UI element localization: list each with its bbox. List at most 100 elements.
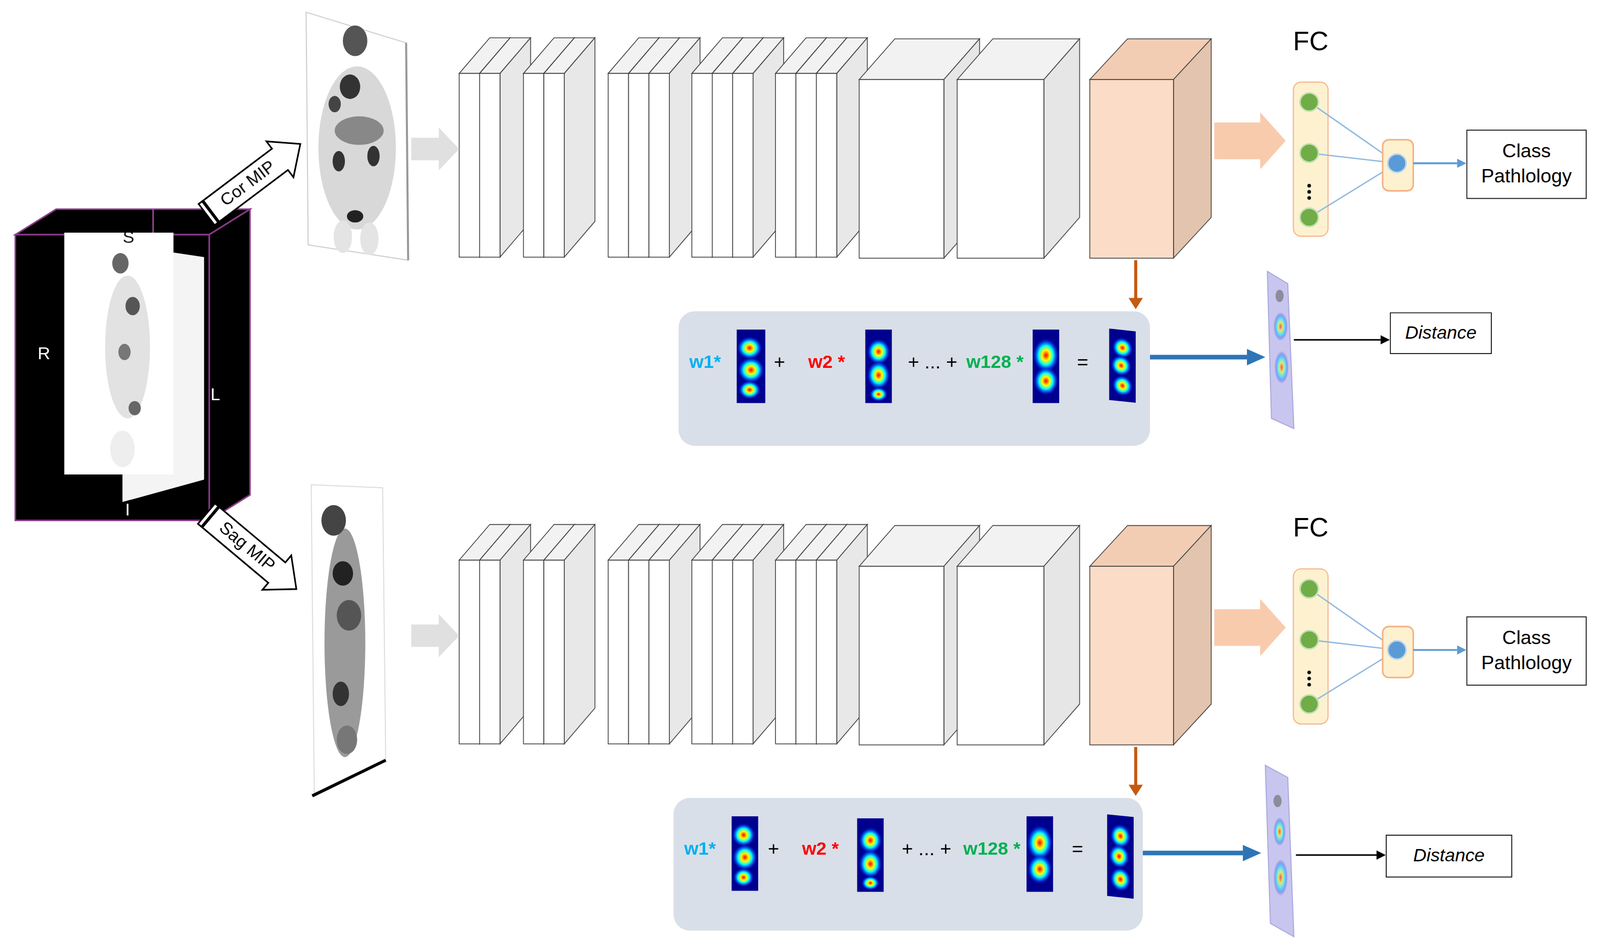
plane-edge: [152, 209, 154, 233]
layer-front: [1089, 79, 1174, 258]
output-arrow-head: [1457, 158, 1467, 169]
distance-text: Distance: [1413, 844, 1485, 869]
layer-heading: FC: [1293, 25, 1329, 58]
operator: + ... +: [907, 351, 958, 374]
conv-layer: [957, 38, 1080, 259]
ellipsis-dot: [1307, 190, 1311, 194]
activation-blob: [1111, 374, 1133, 398]
axis-letter: R: [37, 343, 50, 365]
body-organ: [118, 343, 131, 361]
body-organ: [332, 151, 345, 172]
cam-arrow: [1134, 747, 1138, 787]
layer-front: [816, 73, 837, 257]
image-frame: [311, 484, 386, 796]
neuron: [1300, 694, 1319, 714]
ellipsis-dot: [1307, 670, 1311, 675]
neuron: [1300, 92, 1319, 112]
axis-letter: L: [210, 384, 221, 406]
layer-side: [1173, 38, 1212, 259]
cam-overlay: [1265, 765, 1295, 938]
feature-map: [1026, 816, 1054, 892]
image-frame: [305, 12, 408, 261]
body-organ: [334, 116, 384, 146]
layer-front: [858, 566, 944, 745]
output-arrow-head: [1457, 645, 1467, 655]
layer-front: [775, 73, 796, 257]
body-leg: [360, 222, 379, 256]
layer-front: [858, 79, 944, 258]
layer-front: [459, 560, 480, 744]
class-text: Class Pathlology: [1473, 138, 1580, 190]
cam-arrow-head: [1128, 297, 1143, 310]
feature-map: [1032, 329, 1060, 403]
layer-side: [1043, 525, 1080, 746]
flatten-arrow: [1214, 112, 1286, 170]
heatmap-background: [736, 329, 766, 403]
flow-arrow: [411, 127, 460, 171]
body-leg: [333, 220, 353, 254]
body-organ: [125, 297, 140, 316]
heatmap-background: [731, 816, 759, 891]
coronal-plane: [64, 232, 174, 475]
overlay-blob: [1273, 817, 1286, 847]
layer-front: [479, 73, 501, 257]
image-edge: [405, 43, 408, 261]
arrow-shape: [192, 496, 312, 607]
fc-connection: [1309, 163, 1398, 218]
layer-front: [648, 73, 670, 257]
conv-layer: [1089, 38, 1212, 259]
output-neuron: [1387, 641, 1407, 660]
conv-layer: [543, 37, 596, 258]
layer-front: [732, 73, 754, 257]
distance-text: Distance: [1405, 321, 1477, 346]
weighted-sum-panel: w1*+w2 *+ ... +w128 *=: [678, 311, 1151, 446]
layer-front: [648, 560, 670, 744]
feature-map: [856, 818, 884, 892]
map-arrow-head: [1246, 349, 1266, 366]
activation-blob: [737, 356, 766, 384]
overlay-image: [1267, 271, 1295, 429]
map-arrow-head: [1242, 845, 1262, 862]
activation-blob: [869, 386, 888, 402]
layer-side: [1173, 525, 1212, 746]
flow-arrow: [411, 614, 460, 658]
cam-arrow-head: [1128, 784, 1143, 796]
output-box: Class Pathlology: [1466, 129, 1587, 199]
layer-front: [712, 73, 733, 257]
neuron: [1300, 579, 1319, 599]
activation-blob: [732, 867, 754, 888]
volume-side: [209, 209, 251, 521]
distance-arrow-head: [1380, 335, 1390, 345]
projection-arrow: [192, 496, 312, 607]
overlay-blob: [1274, 351, 1289, 384]
layer-front: [691, 560, 713, 744]
activation-blob: [866, 360, 891, 390]
weighted-sum-panel: w1*+w2 *+ ... +w128 *=: [673, 797, 1143, 931]
activation-blob: [1109, 866, 1131, 893]
layer-front: [523, 560, 544, 744]
layer-front: [775, 560, 796, 744]
distance-box: Distance: [1385, 834, 1513, 878]
neuron: [1300, 144, 1319, 163]
body-organ: [332, 561, 354, 586]
output-neuron: [1387, 154, 1407, 173]
activation-blob: [731, 823, 756, 848]
fc-layer-box: FC: [1293, 568, 1329, 725]
heatmap-background: [856, 818, 884, 892]
output-arrow: [1413, 162, 1458, 165]
distance-arrow: [1296, 854, 1377, 856]
layer-front: [1089, 566, 1174, 745]
fc-connection: [1309, 640, 1398, 651]
conv-layer: [1089, 525, 1212, 746]
activation-blob: [737, 380, 762, 400]
fc-connection: [1309, 588, 1398, 650]
feature-map: [731, 816, 759, 891]
layer-side: [1043, 38, 1080, 259]
activation-blob: [858, 827, 883, 854]
layer-front: [479, 560, 501, 744]
layer-front: [523, 73, 544, 257]
axis-letter: S: [122, 227, 135, 249]
